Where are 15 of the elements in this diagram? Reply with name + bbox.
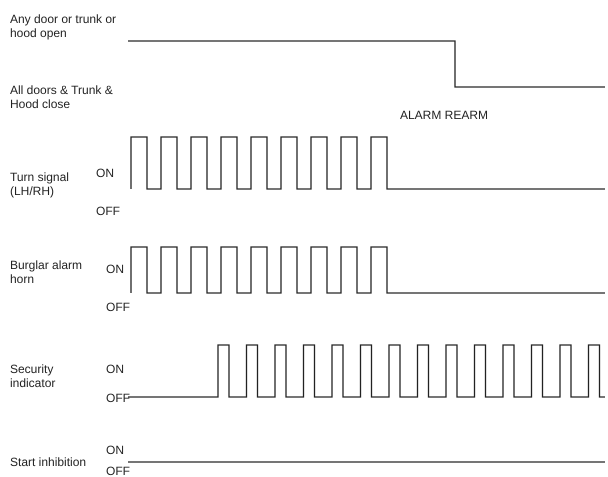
level-label: OFF <box>106 300 130 314</box>
level-label: ON <box>96 166 114 180</box>
signal-label: Start inhibition <box>10 455 86 469</box>
signal-label: Burglar alarm horn <box>10 258 84 286</box>
level-label: ON <box>106 262 124 276</box>
level-label: ON <box>106 362 124 376</box>
signal-label: Security indicator <box>10 362 56 390</box>
signal-label: Turn signal (LH/RH) <box>10 170 70 198</box>
signal-label: All doors & Trunk & Hood close <box>10 83 114 111</box>
level-label: ON <box>106 443 124 457</box>
level-label: OFF <box>106 464 130 477</box>
state-label: ALARM REARM <box>400 108 488 122</box>
level-label: OFF <box>106 391 130 405</box>
signal-label: Any door or trunk or hood open <box>10 12 118 40</box>
level-label: OFF <box>96 204 120 218</box>
